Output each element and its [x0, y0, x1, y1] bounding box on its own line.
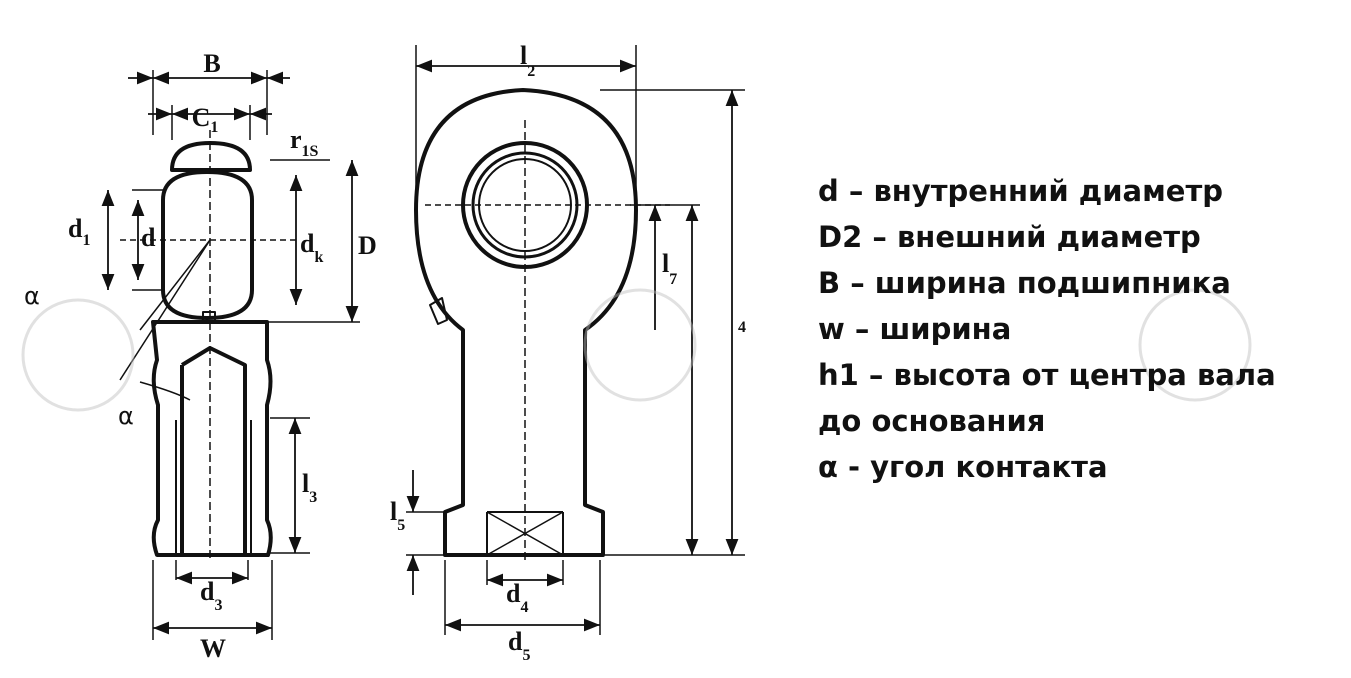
label-l4-sub: 4	[738, 319, 746, 336]
side-view-dimensions	[101, 71, 359, 635]
label-d1-sub: 1	[82, 232, 90, 249]
label-l3-sub: 3	[309, 489, 317, 506]
label-dk-main: d	[300, 229, 315, 258]
label-W: W	[200, 634, 226, 663]
label-d5-sub: 5	[522, 647, 530, 664]
label-dk-sub: k	[314, 249, 323, 266]
label-d3-sub: 3	[214, 597, 222, 614]
label-l3: l3	[302, 469, 317, 506]
label-l2: l2	[520, 41, 535, 80]
label-d5: d5	[508, 627, 530, 664]
label-l5: l5	[390, 497, 405, 534]
label-d1: d1	[68, 214, 90, 249]
label-C1-main: C	[192, 103, 211, 132]
label-C1-sub: 1	[210, 119, 218, 136]
label-l2-main: l	[520, 41, 527, 70]
legend-row-h1-cont: до основания	[818, 404, 1046, 438]
legend-row-B: B – ширина подшипника	[818, 266, 1231, 300]
front-view-centerlines	[406, 45, 745, 635]
legend-row-alpha: α - угол контакта	[818, 450, 1108, 484]
label-r1s: r1S	[290, 125, 319, 160]
label-dk: dk	[300, 229, 323, 266]
label-D: D	[358, 231, 377, 260]
label-l7-sub: 7	[669, 271, 677, 288]
legend-row-d: d – внутренний диаметр	[818, 174, 1224, 208]
label-d4-sub: 4	[520, 599, 528, 616]
label-l7: l7	[662, 249, 677, 288]
label-d3-main: d	[200, 577, 215, 606]
label-d1-main: d	[68, 214, 83, 243]
legend-row-h1: h1 – высота от центра вала	[818, 358, 1276, 392]
legend-row-w: w – ширина	[818, 312, 1012, 346]
label-l2-sub: 2	[527, 63, 535, 80]
label-d4: d4	[506, 579, 528, 616]
label-d: d	[141, 223, 156, 252]
label-l5-sub: 5	[397, 517, 405, 534]
label-r1s-main: r	[290, 125, 302, 154]
label-l7-main: l	[662, 249, 669, 278]
watermark-icon	[21, 288, 1252, 412]
label-d4-main: d	[506, 579, 521, 608]
label-B: B	[203, 49, 220, 78]
label-alpha-left: α	[24, 282, 40, 310]
front-view-dimensions	[406, 59, 739, 632]
label-C1: C1	[192, 103, 219, 136]
label-l3-main: l	[302, 469, 309, 498]
label-alpha-bottom: α	[118, 402, 134, 430]
label-d5-main: d	[508, 627, 523, 656]
legend-row-D2: D2 – внешний диаметр	[818, 220, 1201, 254]
label-d3: d3	[200, 577, 222, 614]
front-view	[414, 88, 638, 557]
label-r1s-sub: 1S	[302, 143, 319, 160]
side-view	[151, 141, 273, 557]
label-l5-main: l	[390, 497, 397, 526]
legend: d – внутренний диаметр D2 – внешний диам…	[818, 168, 1338, 490]
